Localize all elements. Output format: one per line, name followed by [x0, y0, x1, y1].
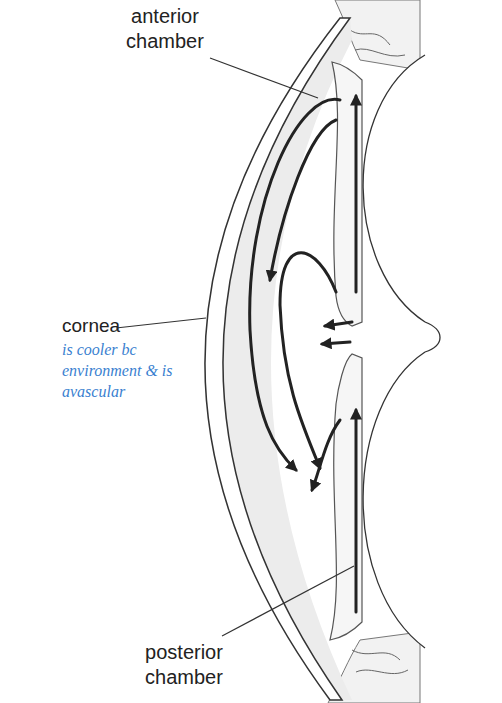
chamber-shading: [223, 18, 352, 700]
handwritten-note: is cooler bc environment & is avascular: [62, 340, 180, 402]
lens: [363, 352, 425, 648]
part-label: posterior chamber: [128, 640, 240, 690]
lens: [425, 322, 440, 352]
lens: [363, 55, 425, 322]
iris: [330, 354, 362, 640]
part-label: anterior chamber: [110, 4, 220, 54]
cornea-outline: [205, 18, 350, 700]
part-label: cornea: [62, 314, 122, 338]
flow-arrows: [250, 96, 356, 612]
leader-lines: [116, 58, 354, 636]
iris: [332, 62, 362, 326]
